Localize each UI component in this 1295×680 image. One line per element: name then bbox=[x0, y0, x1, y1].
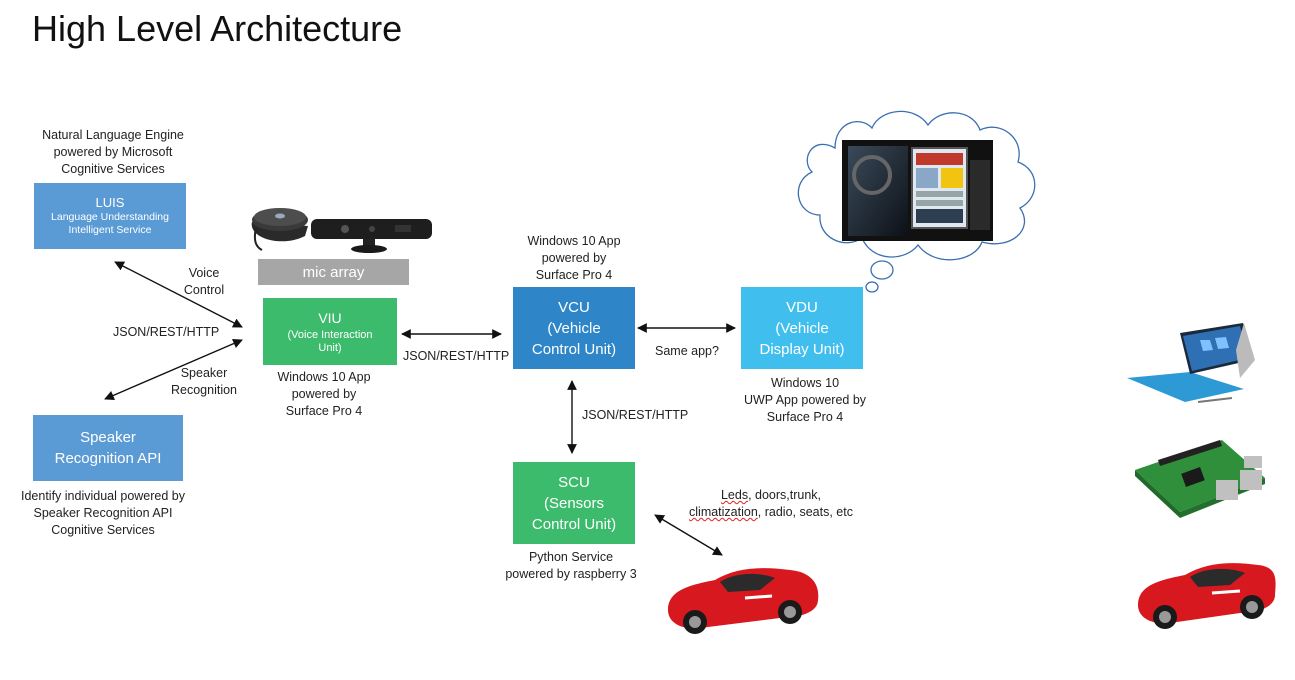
vcu-line: Control Unit) bbox=[531, 340, 617, 358]
raspberry-pi-image bbox=[1135, 440, 1265, 518]
car-features-label: Leds, doors,trunk, climatization, radio,… bbox=[680, 487, 862, 521]
voice-control-label-line: Control bbox=[183, 283, 225, 297]
viu-caption-line: powered by bbox=[291, 387, 357, 401]
vdu-line: (Vehicle bbox=[775, 319, 829, 337]
vdu-caption-line: Windows 10 bbox=[770, 376, 840, 390]
speaker-recognition-label-line: Recognition bbox=[170, 383, 237, 397]
speaker-title-line: Speaker bbox=[80, 429, 136, 446]
luis-caption: Natural Language Engine powered by Micro… bbox=[30, 127, 196, 178]
vdu-caption: Windows 10 UWP App powered by Surface Pr… bbox=[735, 375, 875, 426]
vdu-line: Display Unit) bbox=[759, 340, 845, 358]
vdu-node: VDU (Vehicle Display Unit) bbox=[741, 287, 863, 369]
car-features-line: climatization, radio, seats, etc bbox=[680, 504, 862, 521]
voice-control-label: Voice Control bbox=[176, 265, 232, 299]
scu-caption: Python Service powered by raspberry 3 bbox=[494, 549, 648, 583]
vcu-line: VCU bbox=[558, 298, 590, 316]
scu-caption-line: powered by raspberry 3 bbox=[505, 567, 637, 581]
viu-title: VIU bbox=[318, 310, 342, 326]
scu-node: SCU (Sensors Control Unit) bbox=[513, 462, 635, 544]
red-car-image bbox=[668, 568, 819, 634]
car-features-line: Leds, doors,trunk, bbox=[680, 487, 862, 504]
car-dashboard-image bbox=[842, 140, 993, 241]
luis-title: LUIS bbox=[95, 195, 125, 210]
luis-caption-line: powered by Microsoft bbox=[53, 145, 173, 159]
voice-control-label-line: Voice bbox=[188, 266, 220, 280]
arrow-scu-car bbox=[654, 514, 723, 556]
vcu-caption-line: Windows 10 App bbox=[527, 234, 621, 248]
speakerphone-image bbox=[251, 208, 308, 251]
same-app-label: Same app? bbox=[655, 344, 719, 358]
kinect-sensor-image bbox=[311, 219, 432, 253]
luis-subtitle: Language Understanding Intelligent Servi… bbox=[51, 211, 169, 236]
luis-caption-line: Natural Language Engine bbox=[42, 128, 184, 142]
scu-line: (Sensors bbox=[543, 494, 605, 512]
vdu-line: VDU bbox=[786, 298, 818, 316]
vdu-caption-line: Surface Pro 4 bbox=[766, 410, 844, 424]
viu-caption-line: Surface Pro 4 bbox=[285, 404, 363, 418]
vcu-line: (Vehicle bbox=[547, 319, 601, 337]
surface-pro-image bbox=[1127, 323, 1255, 403]
viu-caption: Windows 10 App powered by Surface Pro 4 bbox=[256, 369, 392, 420]
diagram-title: High Level Architecture bbox=[32, 8, 403, 49]
vcu-caption-line: powered by bbox=[541, 251, 607, 265]
car-features-word: Leds bbox=[720, 488, 749, 502]
red-car-image-right bbox=[1138, 563, 1276, 629]
luis-node: LUIS Language Understanding Intelligent … bbox=[34, 183, 186, 249]
arrow-speaker-viu bbox=[104, 338, 243, 401]
vdu-caption-line: UWP App powered by bbox=[743, 393, 867, 407]
vcu-node: VCU (Vehicle Control Unit) bbox=[513, 287, 635, 369]
arrow-luis-viu bbox=[114, 261, 243, 328]
scu-line: Control Unit) bbox=[531, 515, 617, 533]
viu-subtitle: (Voice Interaction Unit) bbox=[287, 329, 373, 354]
vcu-caption: Windows 10 App powered by Surface Pro 4 bbox=[506, 233, 642, 284]
vcu-caption-line: Surface Pro 4 bbox=[535, 268, 613, 282]
speaker-caption-line: Cognitive Services bbox=[51, 523, 155, 537]
speaker-caption-line: Speaker Recognition API bbox=[33, 506, 173, 520]
scu-line: SCU bbox=[558, 473, 590, 491]
luis-caption-line: Cognitive Services bbox=[61, 162, 165, 176]
viu-node: VIU (Voice Interaction Unit) bbox=[263, 298, 397, 365]
speaker-recognition-label: Speaker Recognition bbox=[166, 365, 242, 399]
car-features-text: , doors,trunk, bbox=[748, 488, 822, 502]
car-features-word: climatization bbox=[689, 505, 758, 519]
speaker-recognition-node: Speaker Recognition API bbox=[33, 415, 183, 481]
speaker-recognition-label-line: Speaker bbox=[180, 366, 228, 380]
speaker-caption: Identify individual powered by Speaker R… bbox=[8, 488, 198, 539]
speaker-caption-line: Identify individual powered by bbox=[21, 489, 185, 503]
viu-caption-line: Windows 10 App bbox=[277, 370, 371, 384]
json-rest-http-label-vcu-scu: JSON/REST/HTTP bbox=[582, 408, 689, 422]
speaker-title-line: Recognition API bbox=[54, 450, 162, 467]
scu-caption-line: Python Service bbox=[528, 550, 614, 564]
mic-array-label: mic array bbox=[258, 259, 409, 285]
json-rest-http-label-viu-vcu: JSON/REST/HTTP bbox=[403, 349, 510, 363]
car-features-text: , radio, seats, etc bbox=[757, 505, 853, 519]
json-rest-http-label-left: JSON/REST/HTTP bbox=[113, 325, 220, 339]
